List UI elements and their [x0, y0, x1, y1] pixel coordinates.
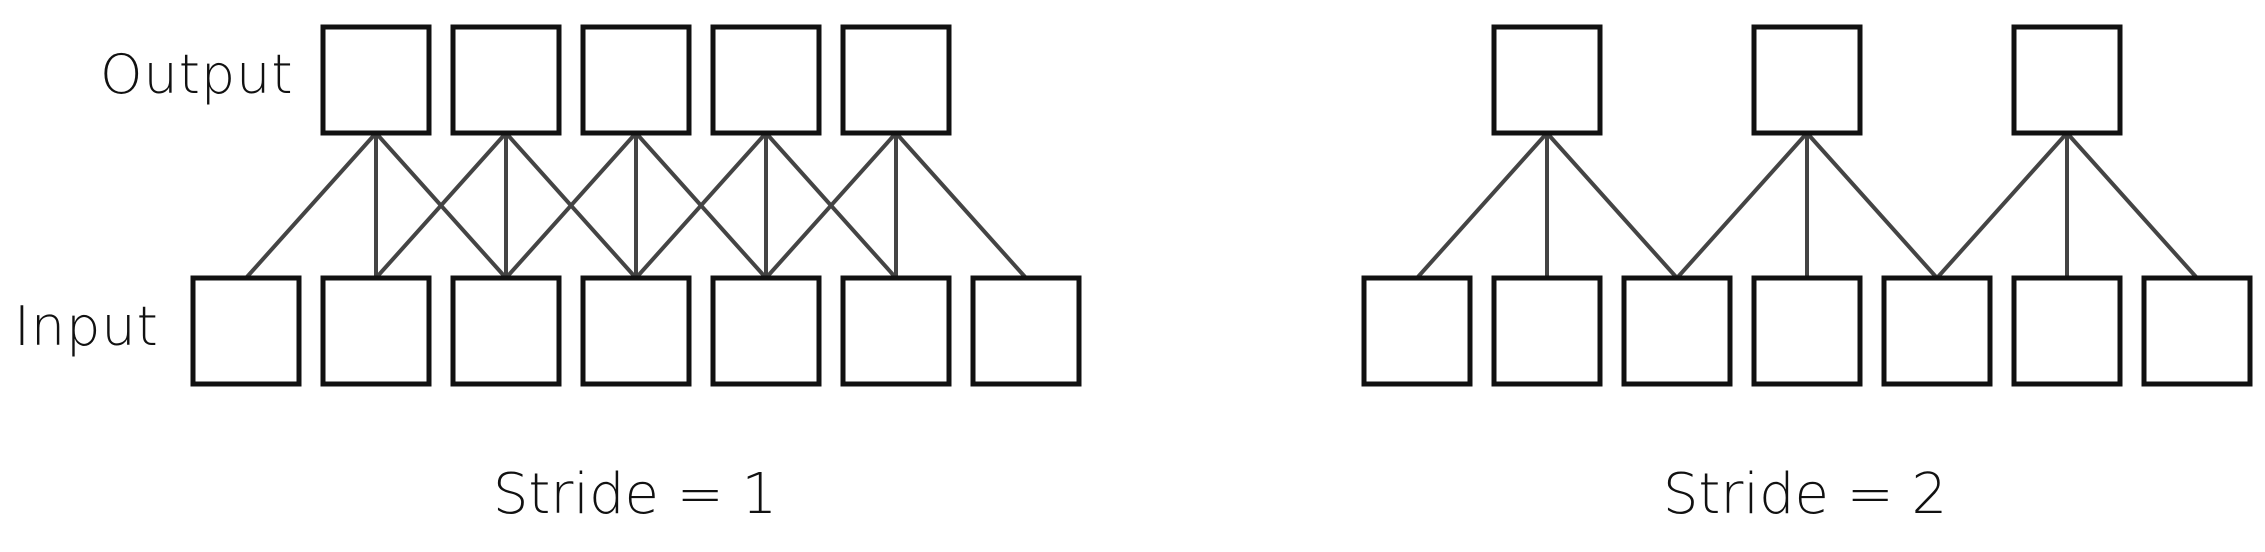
input-node [710, 275, 822, 387]
input-row-label: Input [14, 295, 159, 358]
connection-line [1805, 131, 1939, 280]
output-node [1751, 24, 1863, 136]
input-node [580, 275, 692, 387]
connection-line [894, 131, 1028, 280]
output-node [710, 24, 822, 136]
output-node [450, 24, 562, 136]
stride-2-caption: Stride = 2 [1663, 462, 1947, 527]
output-node [2011, 24, 2123, 136]
stride-1-caption: Stride = 1 [493, 462, 777, 527]
input-node [1751, 275, 1863, 387]
input-node [1881, 275, 1993, 387]
connection-line [764, 131, 898, 280]
input-node [320, 275, 432, 387]
connection-line [1675, 131, 1809, 280]
input-node [190, 275, 302, 387]
input-node [2141, 275, 2253, 387]
stride-2-connections [1415, 131, 2199, 280]
input-node [450, 275, 562, 387]
input-node [970, 275, 1082, 387]
stride-1-connections [244, 131, 1028, 280]
output-row-label: Output [100, 43, 294, 106]
output-node [840, 24, 952, 136]
connection-line [374, 131, 508, 280]
stride-2-nodes [1361, 24, 2253, 387]
connection-line [504, 131, 638, 280]
connection-line [1415, 131, 1549, 280]
connection-line [1545, 131, 1679, 280]
input-node [1621, 275, 1733, 387]
input-node [1491, 275, 1603, 387]
output-node [320, 24, 432, 136]
stride-1-panel: Stride = 1 [190, 24, 1082, 527]
connection-line [634, 131, 768, 280]
input-node [840, 275, 952, 387]
connection-line [2065, 131, 2199, 280]
input-node [1361, 275, 1473, 387]
input-node [2011, 275, 2123, 387]
stride-2-panel: Stride = 2 [1361, 24, 2253, 527]
output-node [1491, 24, 1603, 136]
output-node [580, 24, 692, 136]
connection-line [244, 131, 378, 280]
stride-1-nodes [190, 24, 1082, 387]
connection-line [1935, 131, 2069, 280]
